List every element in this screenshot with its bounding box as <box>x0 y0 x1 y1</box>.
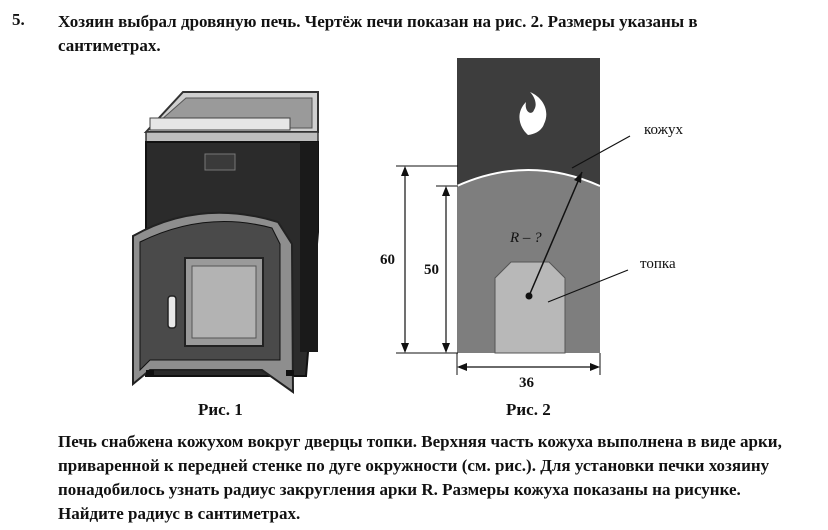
problem-intro: Хозяин выбрал дровяную печь. Чертёж печи… <box>58 12 698 55</box>
figure1-caption: Рис. 1 <box>198 400 243 419</box>
radius-label: R – ? <box>509 230 542 246</box>
stove-label-plate <box>204 153 236 171</box>
firebox-leader <box>547 269 629 303</box>
casing-label: кожух <box>644 122 684 138</box>
radius-arrowhead <box>574 172 582 183</box>
casing-leader <box>571 135 631 169</box>
dimension-60-label: 60 <box>380 252 395 268</box>
dimension-50-label: 50 <box>424 262 439 278</box>
radius-line <box>528 171 583 297</box>
flame-icon <box>519 92 547 135</box>
stove-door-handle <box>167 295 177 329</box>
casing-arch-line <box>456 169 601 187</box>
firebox-label: топка <box>640 256 676 272</box>
problem-number: 5. <box>12 10 25 29</box>
firebox-shape <box>494 261 566 354</box>
figure2-caption: Рис. 2 <box>506 400 551 419</box>
dimension-36-label: 36 <box>519 375 535 391</box>
task-text: Печь снабжена кожухом вокруг дверцы топк… <box>58 432 782 523</box>
